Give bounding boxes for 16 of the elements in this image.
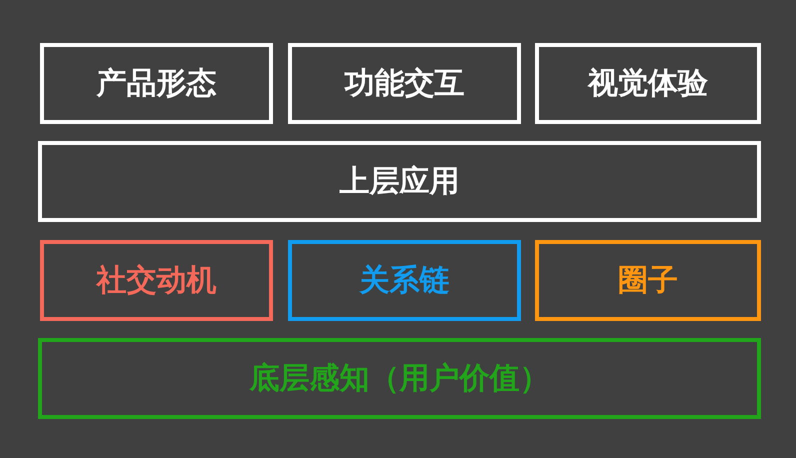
layer-label: 关系链: [360, 262, 450, 300]
layer-box: [535, 240, 761, 321]
layer-bar: [38, 338, 761, 419]
layer-label: 社交动机: [96, 262, 216, 300]
layer-label: 圈子: [618, 262, 678, 300]
layer-box: [535, 43, 761, 124]
layer-label: 产品形态: [96, 65, 216, 103]
layer-box: [40, 240, 273, 321]
layer-box: [40, 43, 273, 124]
layer-label: 视觉体验: [588, 65, 708, 103]
layer-bar: [38, 141, 761, 222]
layer-box: [288, 43, 521, 124]
layer-label: 上层应用: [340, 163, 460, 201]
layer-label: 底层感知（用户价值）: [250, 360, 550, 398]
layer-label: 功能交互: [344, 65, 464, 103]
layer-box: [288, 240, 521, 321]
